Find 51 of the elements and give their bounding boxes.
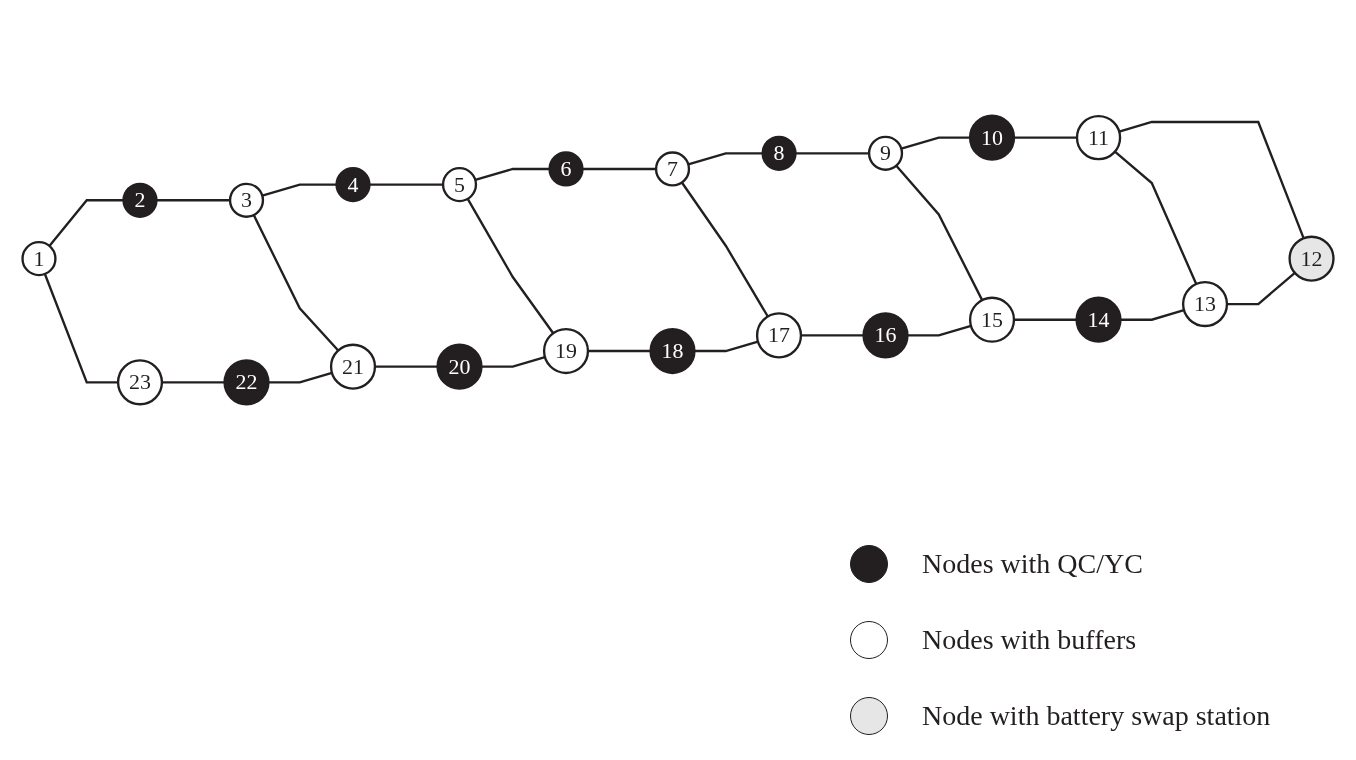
node-circle: 22 <box>223 359 270 406</box>
connector <box>374 365 438 368</box>
connector <box>687 152 763 166</box>
node-circle: 3 <box>228 182 265 218</box>
legend-text: Nodes with QC/YC <box>922 548 1143 580</box>
connector <box>48 199 124 247</box>
node-circle: 9 <box>867 135 904 171</box>
node-circle: 8 <box>761 135 797 171</box>
connector <box>680 181 769 318</box>
connector <box>1013 318 1077 321</box>
connector <box>1114 150 1198 285</box>
connector <box>474 167 550 182</box>
node-circle: 14 <box>1075 296 1122 343</box>
node-circle: 23 <box>116 359 164 406</box>
connector <box>582 167 657 171</box>
node-circle: 17 <box>755 312 803 359</box>
legend-text: Nodes with buffers <box>922 624 1137 656</box>
connector <box>1120 309 1185 321</box>
node-circle: 11 <box>1075 114 1122 161</box>
node-circle: 18 <box>649 327 696 375</box>
connector <box>800 334 864 337</box>
connector <box>252 214 340 352</box>
node-circle: 2 <box>122 182 158 218</box>
node-circle: 12 <box>1288 235 1335 282</box>
connector <box>587 349 651 353</box>
connector <box>795 152 870 155</box>
node-circle: 15 <box>968 296 1016 343</box>
connector <box>1118 120 1305 239</box>
node-circle: 7 <box>654 151 691 187</box>
node-circle: 5 <box>441 167 478 203</box>
connector <box>466 198 555 334</box>
connector <box>369 183 444 186</box>
node-circle: 13 <box>1181 280 1229 328</box>
connector <box>895 164 984 301</box>
connector <box>1013 136 1077 139</box>
node-circle: 21 <box>329 343 377 390</box>
connector <box>156 199 231 202</box>
node-circle: 20 <box>436 343 483 390</box>
connector <box>481 356 546 368</box>
connector <box>1226 271 1296 306</box>
node-circle: 19 <box>542 327 590 375</box>
node-circle: 16 <box>862 312 909 359</box>
node-circle: 4 <box>335 167 371 203</box>
connector <box>43 273 119 384</box>
node-circle: 10 <box>968 114 1016 161</box>
legend-text: Node with battery swap station <box>922 700 1271 732</box>
node-circle: 1 <box>21 241 57 277</box>
node-circle: 6 <box>548 151 584 187</box>
connector <box>900 136 971 150</box>
connector <box>261 183 337 197</box>
connector <box>161 381 225 384</box>
